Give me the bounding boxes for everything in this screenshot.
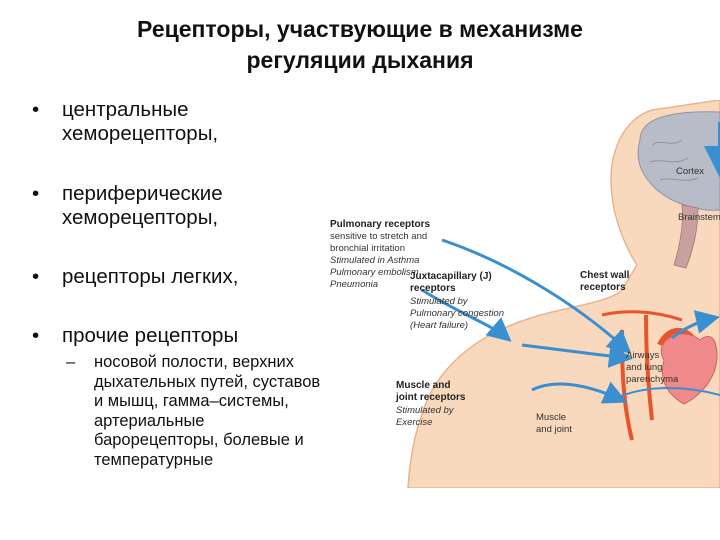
bullet-dot: • xyxy=(32,324,40,347)
respiration-receptors-diagram: Cortex Brainstem Pulmonary receptors sen… xyxy=(322,100,720,488)
svg-text:(Heart failure): (Heart failure) xyxy=(410,320,468,331)
slide-title: Рецепторы, участвующие в механизме регул… xyxy=(40,14,680,76)
bullet-other-receptors: • прочие рецепторы xyxy=(32,324,239,347)
brainstem-shape xyxy=(673,204,699,269)
bullet-list: • центральные хеморецепторы, • периферич… xyxy=(30,98,360,470)
svg-text:bronchial irritation: bronchial irritation xyxy=(330,243,405,254)
svg-text:Stimulated by: Stimulated by xyxy=(410,296,469,307)
svg-text:sensitive to stretch and: sensitive to stretch and xyxy=(330,231,427,242)
label-cortex: Cortex xyxy=(676,166,704,177)
afferent-arrows xyxy=(421,122,720,404)
sub-bullet-dash: – xyxy=(66,353,76,371)
bullet-dot: • xyxy=(32,182,40,205)
label-muscle-and-joint: Muscle xyxy=(536,412,566,423)
title-line-2: регуляции дыхания xyxy=(246,47,474,73)
svg-text:Pulmonary embolism: Pulmonary embolism xyxy=(330,267,419,278)
svg-text:Stimulated in Asthma: Stimulated in Asthma xyxy=(330,255,419,266)
bullet-peripheral-chemoreceptors: • периферические хеморецепторы, xyxy=(32,182,223,229)
svg-text:and joint: and joint xyxy=(536,424,572,435)
svg-text:Pneumonia: Pneumonia xyxy=(330,279,378,290)
svg-text:joint receptors: joint receptors xyxy=(395,392,466,403)
brain-folds xyxy=(649,139,699,181)
bullet-central-chemoreceptors: • центральные хеморецепторы, xyxy=(32,98,219,145)
heart-shape xyxy=(660,333,718,405)
svg-text:Stimulated by: Stimulated by xyxy=(396,405,455,416)
label-juxtacapillary: Juxtacapillary (J) xyxy=(410,271,492,282)
bullet-dot: • xyxy=(32,265,40,288)
label-pulmonary-title: Pulmonary receptors xyxy=(330,219,430,230)
bullet-lung-receptors: • рецепторы легких, xyxy=(32,265,239,288)
title-line-1: Рецепторы, участвующие в механизме xyxy=(137,16,583,42)
svg-text:parenchyma: parenchyma xyxy=(626,374,679,385)
bullet-dot: • xyxy=(32,98,40,121)
svg-text:and lung: and lung xyxy=(626,362,662,373)
svg-text:Exercise: Exercise xyxy=(396,417,432,428)
label-chest-wall: Chest wall xyxy=(580,270,630,281)
label-brainstem: Brainstem xyxy=(678,212,720,223)
svg-text:receptors: receptors xyxy=(580,282,626,293)
diagram-svg: Cortex Brainstem Pulmonary receptors sen… xyxy=(330,100,720,488)
svg-text:Pulmonary congestion: Pulmonary congestion xyxy=(410,308,504,319)
label-muscle-joint-receptors: Muscle and xyxy=(396,380,450,391)
sub-bullet-other: – носовой полости, верхних дыхательных п… xyxy=(66,353,321,469)
label-airways: Airways xyxy=(626,350,660,361)
svg-text:receptors: receptors xyxy=(410,283,456,294)
